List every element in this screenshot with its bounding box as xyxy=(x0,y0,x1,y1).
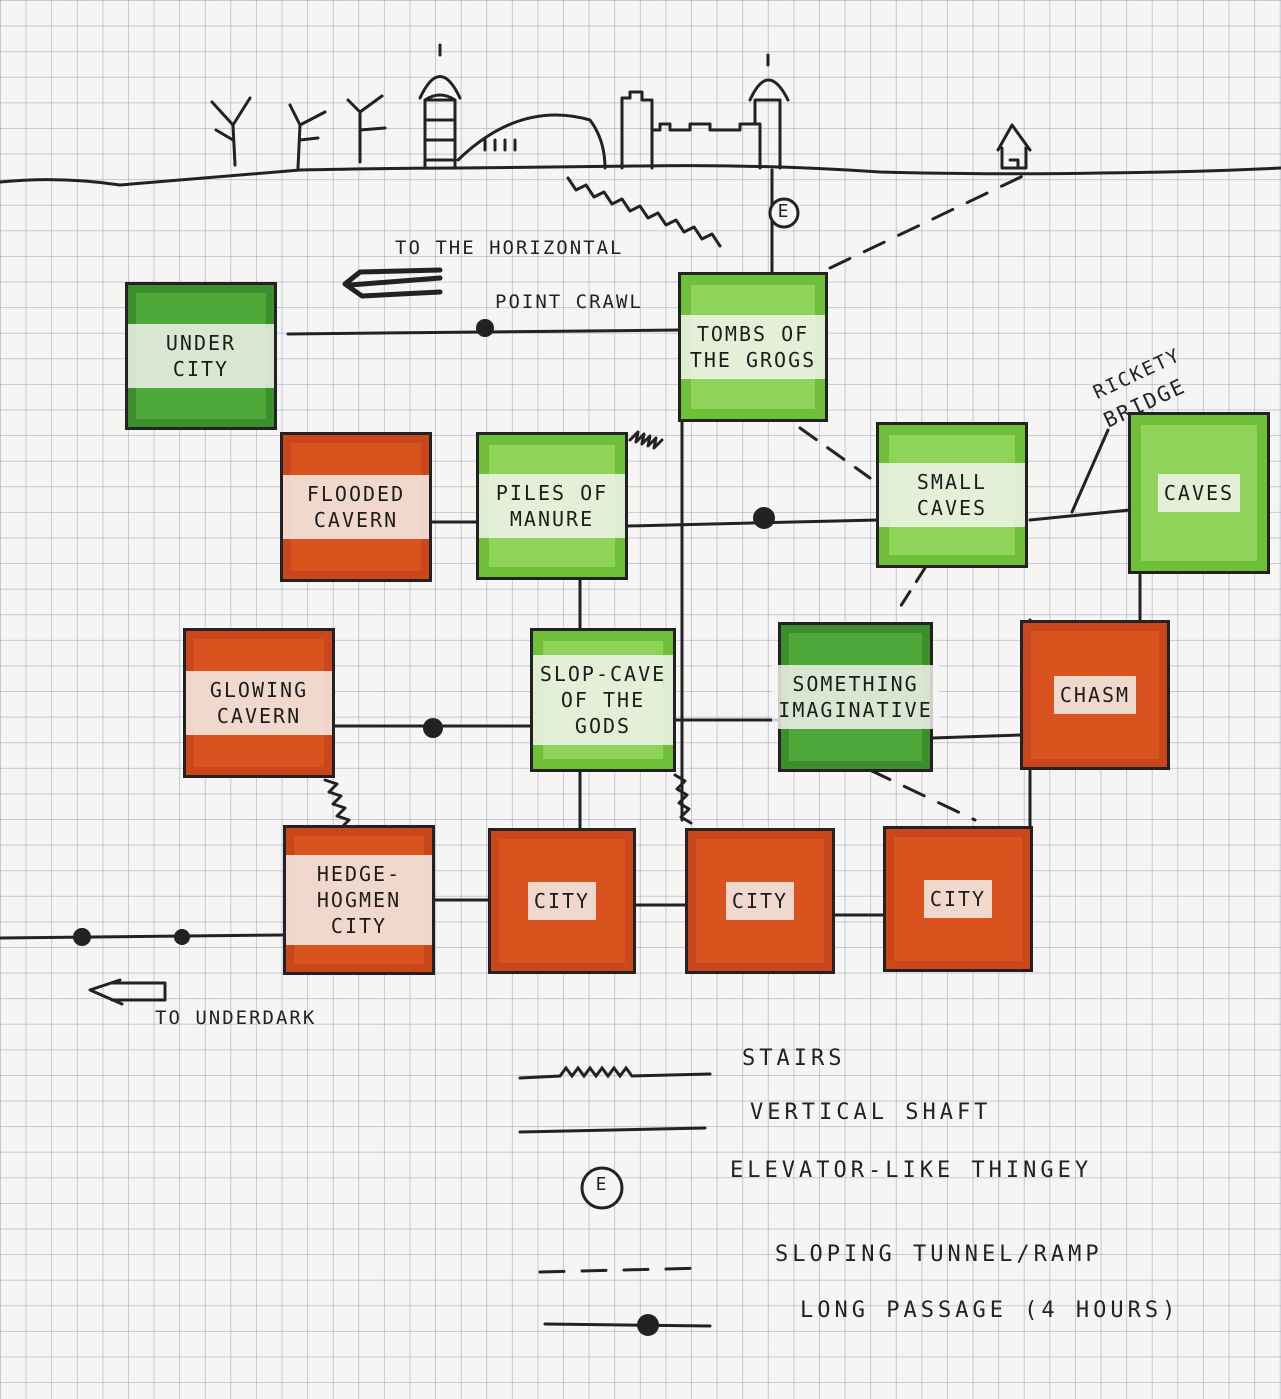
ramp-to-hut xyxy=(828,173,1027,270)
stairs-slop-city2 xyxy=(673,773,693,825)
room-tombs-label: TOMBS OF THE GROGS xyxy=(681,315,825,379)
rickety-pointer xyxy=(1070,428,1110,514)
tree-2 xyxy=(288,103,327,170)
room-city-3-label: CITY xyxy=(923,880,993,918)
room-small-caves-label: SMALL CAVES xyxy=(879,463,1025,527)
room-something-imaginative[interactable]: SOMETHING IMAGINATIVE xyxy=(772,622,939,772)
stairs-tombs-piles xyxy=(628,430,664,450)
stairs-glowing-hedge xyxy=(323,778,351,830)
room-chasm[interactable]: CHASM xyxy=(1020,620,1170,770)
ground-line xyxy=(0,164,1281,187)
long-passage-dot-2 xyxy=(753,507,775,529)
legend-elevator-label: ELEVATOR-LIKE THINGEY xyxy=(730,1158,1093,1183)
room-tombs-of-the-grogs[interactable]: TOMBS OF THE GROGS xyxy=(678,272,828,422)
room-city-3[interactable]: CITY xyxy=(883,826,1033,972)
room-under-city[interactable]: UNDER CITY xyxy=(125,282,277,430)
stairs-surface xyxy=(566,176,722,248)
room-city-2[interactable]: CITY xyxy=(685,828,835,974)
room-flooded-label: FLOODED CAVERN xyxy=(283,475,429,539)
point-crawl-label: POINT CRAWL xyxy=(495,291,643,313)
to-horizontal-label: TO THE HORIZONTAL xyxy=(395,237,624,259)
dome xyxy=(456,113,607,170)
long-passage-dot-4 xyxy=(73,928,91,946)
legend-vertical-shaft-label: VERTICAL SHAFT xyxy=(750,1100,992,1125)
room-slop-label: SLOP-CAVE OF THE GODS xyxy=(533,655,673,745)
room-hedge-hogmen-city[interactable]: HEDGE-HOGMEN CITY xyxy=(283,825,435,975)
legend-elevator-mark: E xyxy=(595,1174,609,1195)
room-flooded-cavern[interactable]: FLOODED CAVERN xyxy=(280,432,432,582)
passage-something-chasm xyxy=(931,733,1022,740)
room-glowing-cavern[interactable]: GLOWING CAVERN xyxy=(183,628,335,778)
room-piles-label: PILES OF MANURE xyxy=(479,474,625,538)
arrow-left-horizontal xyxy=(342,267,443,299)
room-caves-label: CAVES xyxy=(1157,474,1241,512)
passage-underdark xyxy=(0,933,284,940)
room-something-label: SOMETHING IMAGINATIVE xyxy=(772,665,939,729)
long-passage-dot-3 xyxy=(423,718,443,738)
room-chasm-label: CHASM xyxy=(1053,676,1137,714)
elevator-marker xyxy=(768,197,800,229)
room-small-caves[interactable]: SMALL CAVES xyxy=(876,422,1028,568)
room-city-2-label: CITY xyxy=(725,882,795,920)
room-glowing-label: GLOWING CAVERN xyxy=(186,671,332,735)
elevator-marker-label: E xyxy=(777,201,791,222)
room-city-1-label: CITY xyxy=(527,882,597,920)
long-passage-dot-1 xyxy=(476,319,494,337)
tree-1 xyxy=(210,96,252,167)
tree-3 xyxy=(346,94,387,164)
room-piles-of-manure[interactable]: PILES OF MANURE xyxy=(476,432,628,580)
room-under-city-label: UNDER CITY xyxy=(128,324,274,388)
legend-stairs-label: STAIRS xyxy=(742,1046,846,1071)
room-slop-cave-of-the-gods[interactable]: SLOP-CAVE OF THE GODS xyxy=(530,628,676,772)
room-city-1[interactable]: CITY xyxy=(488,828,636,974)
to-underdark-label: TO UNDERDARK xyxy=(155,1007,317,1029)
legend-long-passage-label: LONG PASSAGE (4 HOURS) xyxy=(800,1298,1180,1323)
rickety-bridge xyxy=(1028,508,1132,522)
ramp-smallcaves-something xyxy=(893,566,927,617)
ramp-tombs-smallcaves xyxy=(798,426,872,480)
arrow-underdark xyxy=(88,978,167,1006)
passage-piles-smallcaves xyxy=(626,518,880,528)
long-passage-dot-5 xyxy=(174,929,190,945)
hut xyxy=(996,123,1032,170)
room-caves[interactable]: CAVES xyxy=(1128,412,1270,574)
tower-left xyxy=(418,43,462,170)
ramp-something-city3 xyxy=(868,768,977,822)
legend-sloping-label: SLOPING TUNNEL/RAMP xyxy=(775,1242,1103,1267)
castle xyxy=(620,53,790,170)
room-hedge-label: HEDGE-HOGMEN CITY xyxy=(286,855,432,945)
